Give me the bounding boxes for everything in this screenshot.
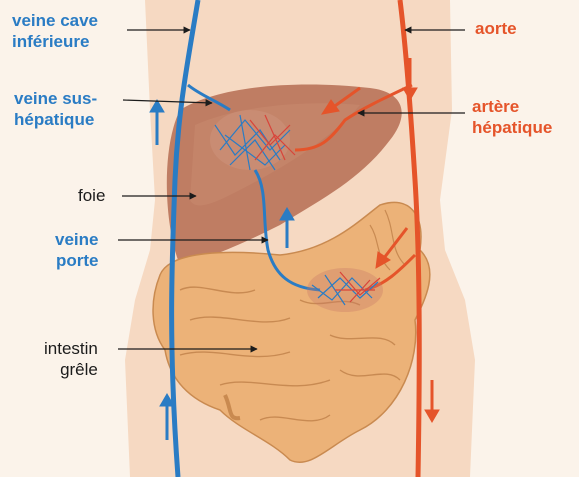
- label-intestin-line1: intestin: [44, 338, 98, 359]
- label-veine-porte-line2: porte: [55, 250, 98, 271]
- label-foie: foie: [78, 185, 105, 206]
- label-veine-sus-hepatique-line2: hépatique: [14, 109, 97, 130]
- label-foie-text: foie: [78, 185, 105, 206]
- intestine-capillaries: [307, 268, 383, 312]
- label-veine-cave: veine cave inférieure: [12, 10, 98, 52]
- label-veine-cave-line1: veine cave: [12, 10, 98, 31]
- label-veine-cave-line2: inférieure: [12, 31, 98, 52]
- label-veine-porte-line1: veine: [55, 229, 98, 250]
- label-intestin-line2: grêle: [44, 359, 98, 380]
- label-veine-sus-hepatique: veine sus- hépatique: [14, 88, 97, 130]
- label-intestin-grele: intestin grêle: [44, 338, 98, 380]
- label-artere-hepatique-line2: hépatique: [472, 117, 552, 138]
- label-veine-sus-hepatique-line1: veine sus-: [14, 88, 97, 109]
- label-aorte: aorte: [475, 18, 517, 39]
- label-artere-hepatique-line1: artère: [472, 96, 552, 117]
- label-aorte-text: aorte: [475, 18, 517, 39]
- label-artere-hepatique: artère hépatique: [472, 96, 552, 138]
- label-veine-porte: veine porte: [55, 229, 98, 271]
